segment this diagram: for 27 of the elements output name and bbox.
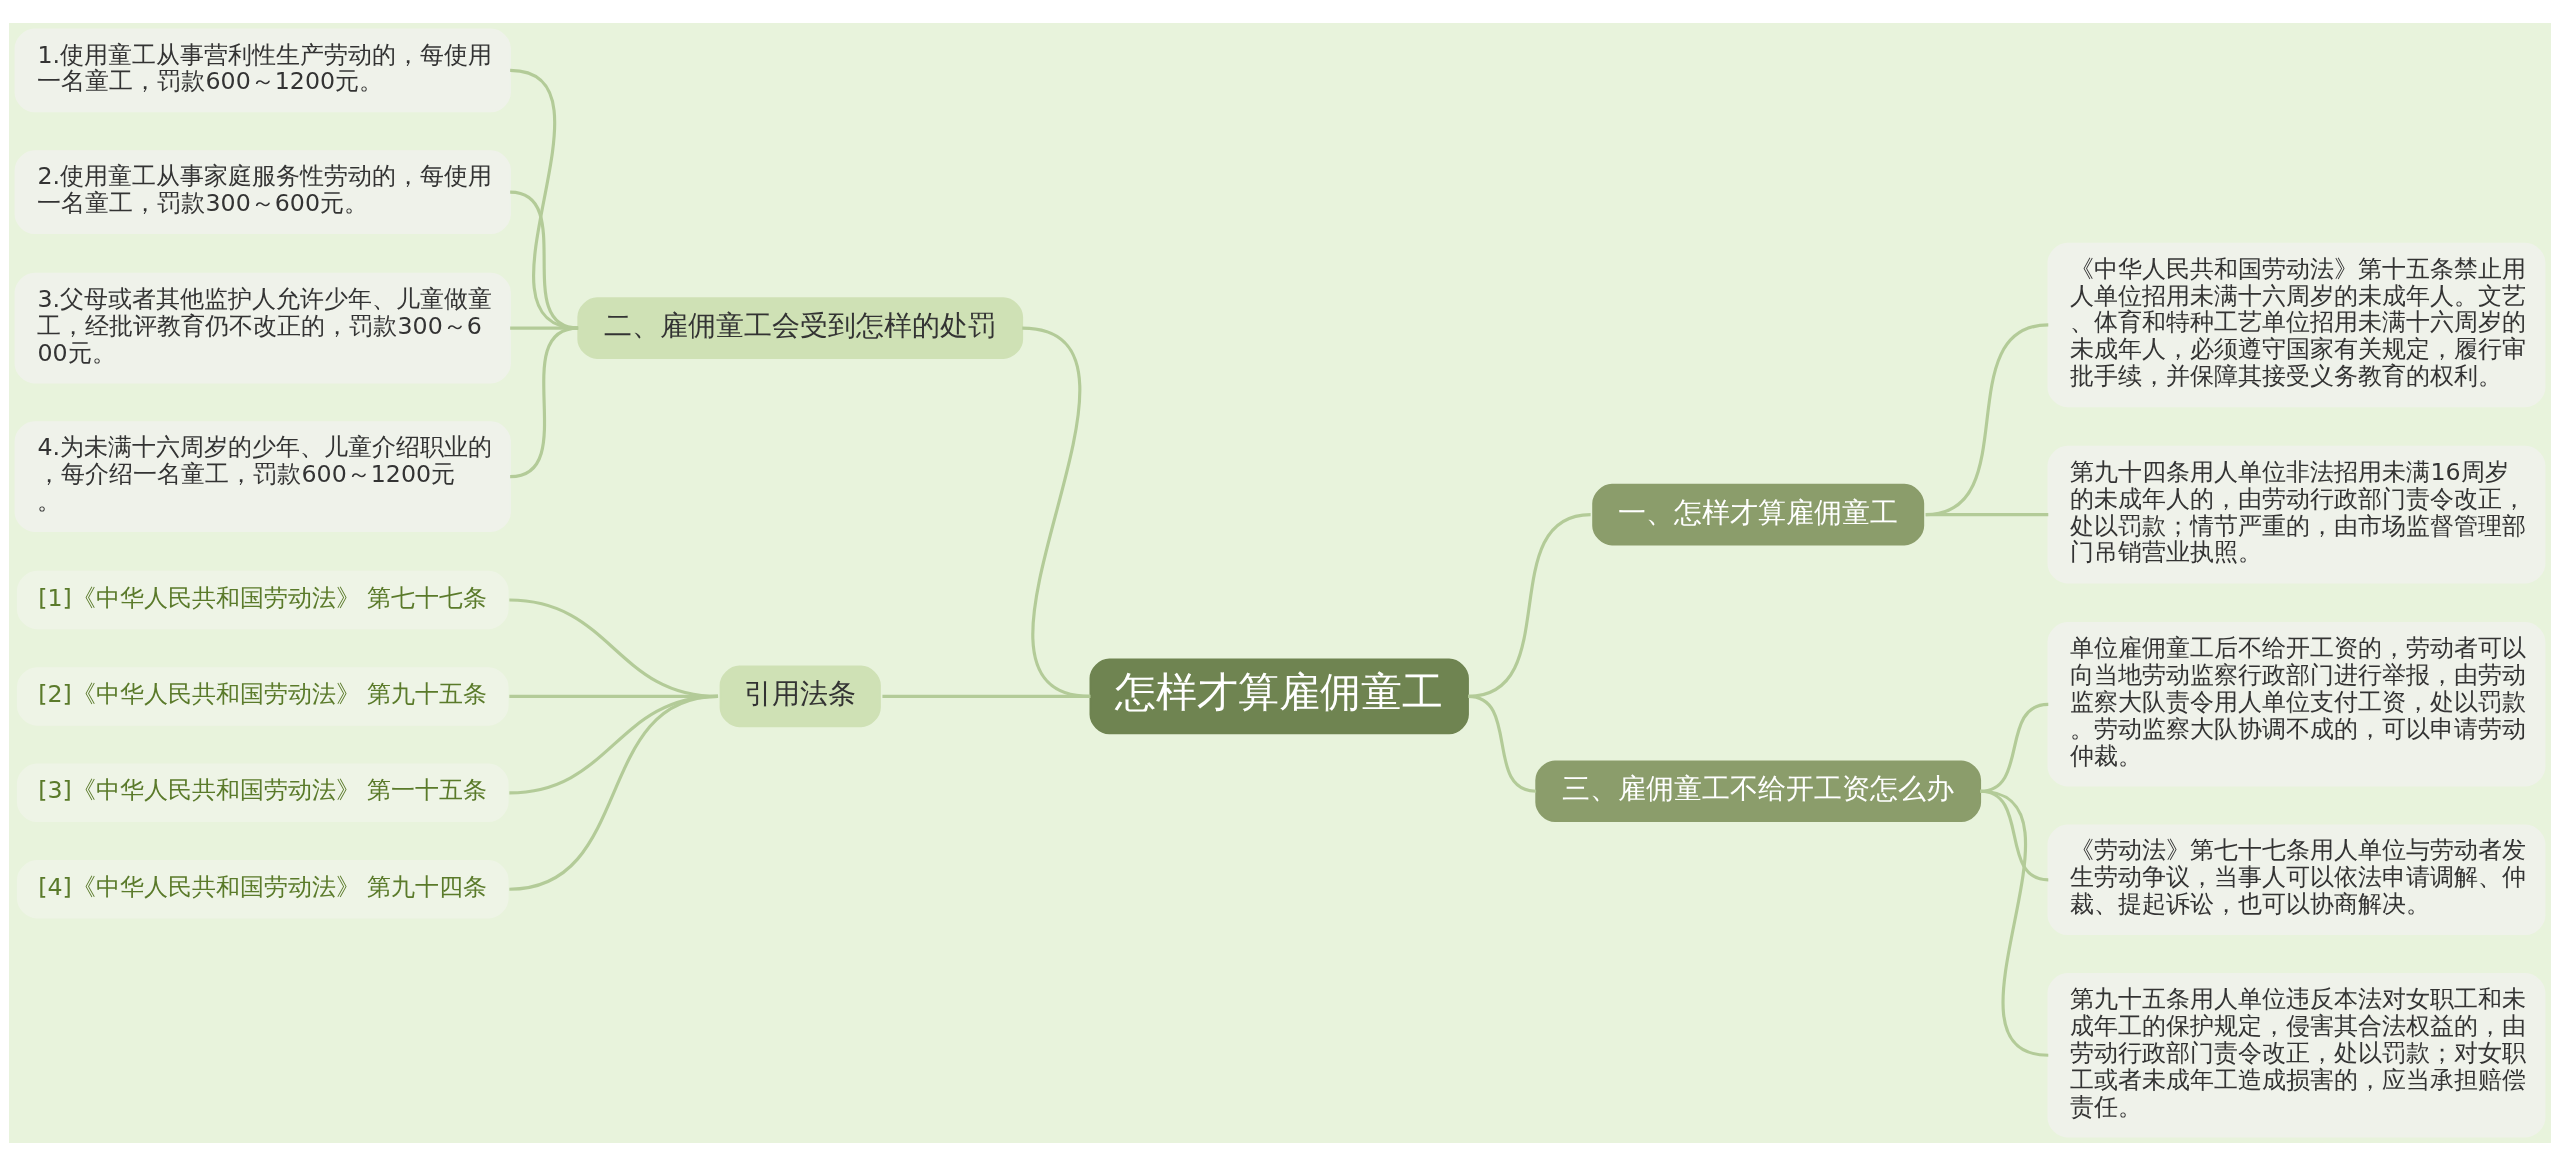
node-box: 第九十五条用人单位违反本法对女职工和未成年工的保护规定，侵害其合法权益的，由劳动行政部门责令改正，处以罚款；对女职工或者未成年工造成损害的，应当承担赔偿责任。 [2047,972,2546,1137]
node-box: 一、怎样才算雇佣童工 [1592,483,1925,545]
node-box: 4.为未满十六周岁的少年、儿童介绍职业的，每介绍一名童工，罚款600～1200元。 [14,420,511,532]
node-box: 三、雇佣童工不给开工资怎么办 [1535,759,1982,822]
node-box: 怎样才算雇佣童工 [1089,658,1469,734]
connector [509,694,719,891]
node-box: 引用法条 [719,665,881,727]
node-box: 2.使用童工从事家庭服务性劳动的，每使用一名童工，罚款300～600元。 [14,149,511,234]
connector [1925,512,2049,516]
node-box: 《中华人民共和国劳动法》第十五条禁止用人单位招用未满十六周岁的未成年人。文艺、体育和特种工艺单位招用未满十六周岁的未成年人，必须遵守国家有关规定，履行审批手续，并保障其接受义务教育的权利。 [2047,242,2546,407]
connector [1979,789,2049,1057]
node-box: [3]《中华人民共和国劳动法》 第一十五条 [16,763,509,822]
node-box: 3.父母或者其他监护人允许少年、儿童做童工，经批评教育仍不改正的，罚款300～600元。 [14,272,511,383]
connector [509,68,579,330]
node-box: 第九十四条用人单位非法招用未满16周岁的未成年人的，由劳动行政部门责令改正，处以罚款；情节严重的，由市场监督管理部门吊销营业执照。 [2047,445,2546,583]
connector [882,694,1091,698]
connector [509,190,579,330]
connector [509,326,579,478]
node-box: 《劳动法》第七十七条用人单位与劳动者发生劳动争议，当事人可以依法申请调解、仲裁、提起诉讼，也可以协商解决。 [2047,823,2546,935]
node-box: [2]《中华人民共和国劳动法》 第九十五条 [16,666,509,726]
node-box: [4]《中华人民共和国劳动法》 第九十四条 [16,859,509,919]
node-box: [1]《中华人民共和国劳动法》 第七十七条 [16,570,509,629]
connector [1925,322,2049,516]
connector [1467,694,1537,793]
node-box: 二、雇佣童工会受到怎样的处罚 [577,296,1024,359]
node-box: 1.使用童工从事营利性生产劳动的，每使用一名童工，罚款600～1200元。 [14,28,511,112]
node-box: 单位雇佣童工后不给开工资的，劳动者可以向当地劳动监察行政部门进行举报，由劳动监察大队责令用人单位支付工资，处以罚款。劳动监察大队协调不成的，可以申请劳动仲裁。 [2047,621,2546,787]
